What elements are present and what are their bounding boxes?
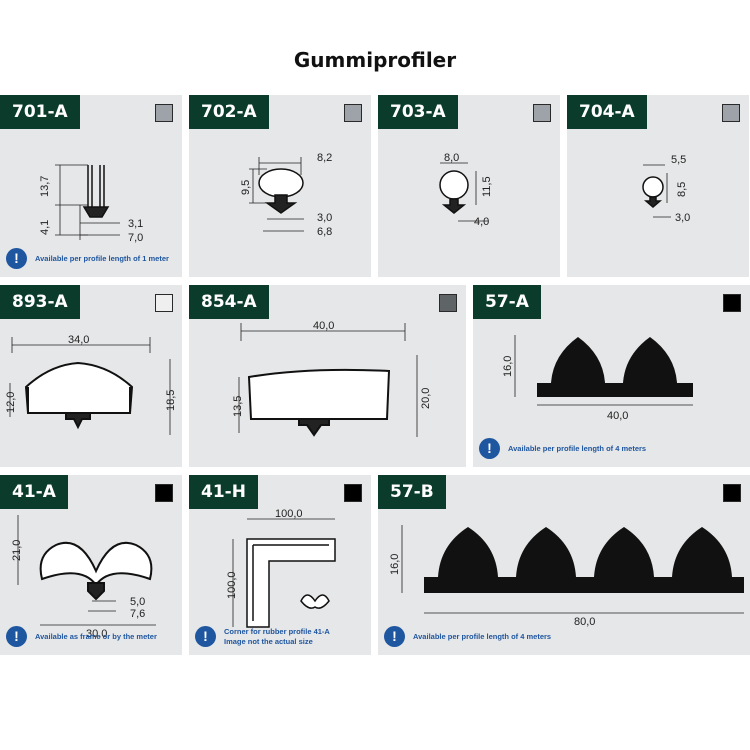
note-text: Available per profile length of 1 meter	[35, 253, 169, 263]
profile-drawing-702-a: 8,2 9,5 3,0 6,8	[240, 152, 332, 238]
profile-drawing-57-b: 80,0 16,0	[389, 525, 744, 628]
color-swatch	[722, 104, 740, 122]
dim-label: 34,0	[68, 334, 89, 346]
profile-code: 854-A	[189, 285, 269, 319]
profile-code: 57-A	[473, 285, 541, 319]
dim-label: 7,6	[130, 608, 145, 620]
profile-code: 893-A	[0, 285, 80, 319]
profile-drawing-41-h: 100,0 100,0	[226, 508, 336, 628]
info-icon: !	[195, 626, 216, 647]
info-icon: !	[479, 438, 500, 459]
profile-card-57-a: 57-A 40,0 16,0 ! Available per profile l…	[473, 285, 750, 467]
dim-label: 100,0	[275, 508, 303, 520]
profile-code: 41-H	[189, 475, 258, 509]
availability-note: ! Available per profile length of 1 mete…	[6, 248, 169, 269]
profile-card-41-a: 41-A 21,0 5,0 7,6 30,0 ! Available as fr…	[0, 475, 182, 655]
dim-label: 7,0	[128, 232, 143, 244]
profile-code: 702-A	[189, 95, 269, 129]
dim-label: 11,5	[481, 176, 493, 197]
profile-card-704-a: 704-A 5,5 8,5 3,0	[567, 95, 749, 277]
profile-code: 701-A	[0, 95, 80, 129]
dim-label: 13,5	[232, 396, 244, 417]
info-icon: !	[6, 626, 27, 647]
color-swatch	[344, 484, 362, 502]
dim-label: 4,1	[39, 220, 51, 235]
info-icon: !	[384, 626, 405, 647]
profile-code: 41-A	[0, 475, 68, 509]
dim-label: 3,0	[317, 212, 332, 224]
dim-label: 80,0	[574, 616, 595, 628]
note-text: Corner for rubber profile 41-A Image not…	[224, 627, 330, 646]
dim-label: 6,8	[317, 226, 332, 238]
availability-note: ! Corner for rubber profile 41-A Image n…	[195, 626, 330, 647]
profile-drawing-854-a: 40,0 13,5 20,0	[232, 320, 432, 437]
availability-note: ! Available per profile length of 4 mete…	[384, 626, 551, 647]
dim-label: 13,7	[39, 176, 51, 197]
profile-code: 703-A	[378, 95, 458, 129]
profile-code: 704-A	[567, 95, 647, 129]
color-swatch	[155, 104, 173, 122]
availability-note: ! Available per profile length of 4 mete…	[479, 438, 646, 459]
profile-code: 57-B	[378, 475, 446, 509]
dim-label: 21,0	[11, 540, 23, 561]
dim-label: 40,0	[607, 410, 628, 422]
note-text: Available as frame or by the meter	[35, 631, 157, 641]
dim-label: 5,0	[130, 596, 145, 608]
color-swatch	[533, 104, 551, 122]
color-swatch	[723, 294, 741, 312]
profile-card-703-a: 703-A 8,0 11,5 4,0	[378, 95, 560, 277]
profile-card-893-a: 893-A 34,0 12,0 18,5	[0, 285, 182, 467]
color-swatch	[155, 294, 173, 312]
dim-label: 100,0	[226, 571, 238, 599]
dim-label: 5,5	[671, 154, 686, 166]
dim-label: 30,0	[86, 628, 107, 640]
dim-label: 40,0	[313, 320, 334, 332]
dim-label: 3,1	[128, 218, 143, 230]
dim-label: 18,5	[165, 390, 177, 411]
profile-drawing-41-a: 21,0 5,0 7,6 30,0	[11, 515, 156, 640]
dim-label: 3,0	[675, 212, 690, 224]
color-swatch	[155, 484, 173, 502]
profile-card-854-a: 854-A 40,0 13,5 20,0	[189, 285, 466, 467]
profile-card-41-h: 41-H 100,0 100,0 ! Corner for rubber pro…	[189, 475, 371, 655]
dim-label: 9,5	[240, 180, 252, 195]
profile-drawing-57-a: 40,0 16,0	[502, 335, 693, 422]
page-title: Gummiprofiler	[293, 48, 457, 72]
dim-label: 16,0	[389, 554, 401, 575]
profile-drawing-701-a: 13,7 4,1 3,1 7,0	[39, 164, 143, 244]
profile-card-701-a: 701-A 13,7 4,1 3,1 7,0 ! Available per p…	[0, 95, 182, 277]
dim-label: 8,2	[317, 152, 332, 164]
dim-label: 12,0	[5, 392, 17, 413]
availability-note: ! Available as frame or by the meter	[6, 626, 157, 647]
note-text: Available per profile length of 4 meters	[413, 631, 552, 641]
profile-drawing-893-a: 34,0 12,0 18,5	[5, 334, 177, 435]
profile-drawing-704-a: 5,5 8,5 3,0	[642, 154, 690, 224]
color-swatch	[723, 484, 741, 502]
note-text: Available per profile length of 4 meters	[508, 443, 647, 453]
profile-drawing-703-a: 8,0 11,5 4,0	[439, 152, 493, 228]
dim-label: 8,0	[444, 152, 459, 164]
dim-label: 16,0	[502, 356, 514, 377]
color-swatch	[344, 104, 362, 122]
color-swatch	[439, 294, 457, 312]
profile-card-57-b: 57-B 80,0 16,0 ! Available per profile l…	[378, 475, 750, 655]
dim-label: 4,0	[474, 216, 489, 228]
dim-label: 8,5	[676, 182, 688, 197]
profile-card-702-a: 702-A 8,2 9,5 3,0 6,8	[189, 95, 371, 277]
info-icon: !	[6, 248, 27, 269]
dim-label: 20,0	[420, 388, 432, 409]
